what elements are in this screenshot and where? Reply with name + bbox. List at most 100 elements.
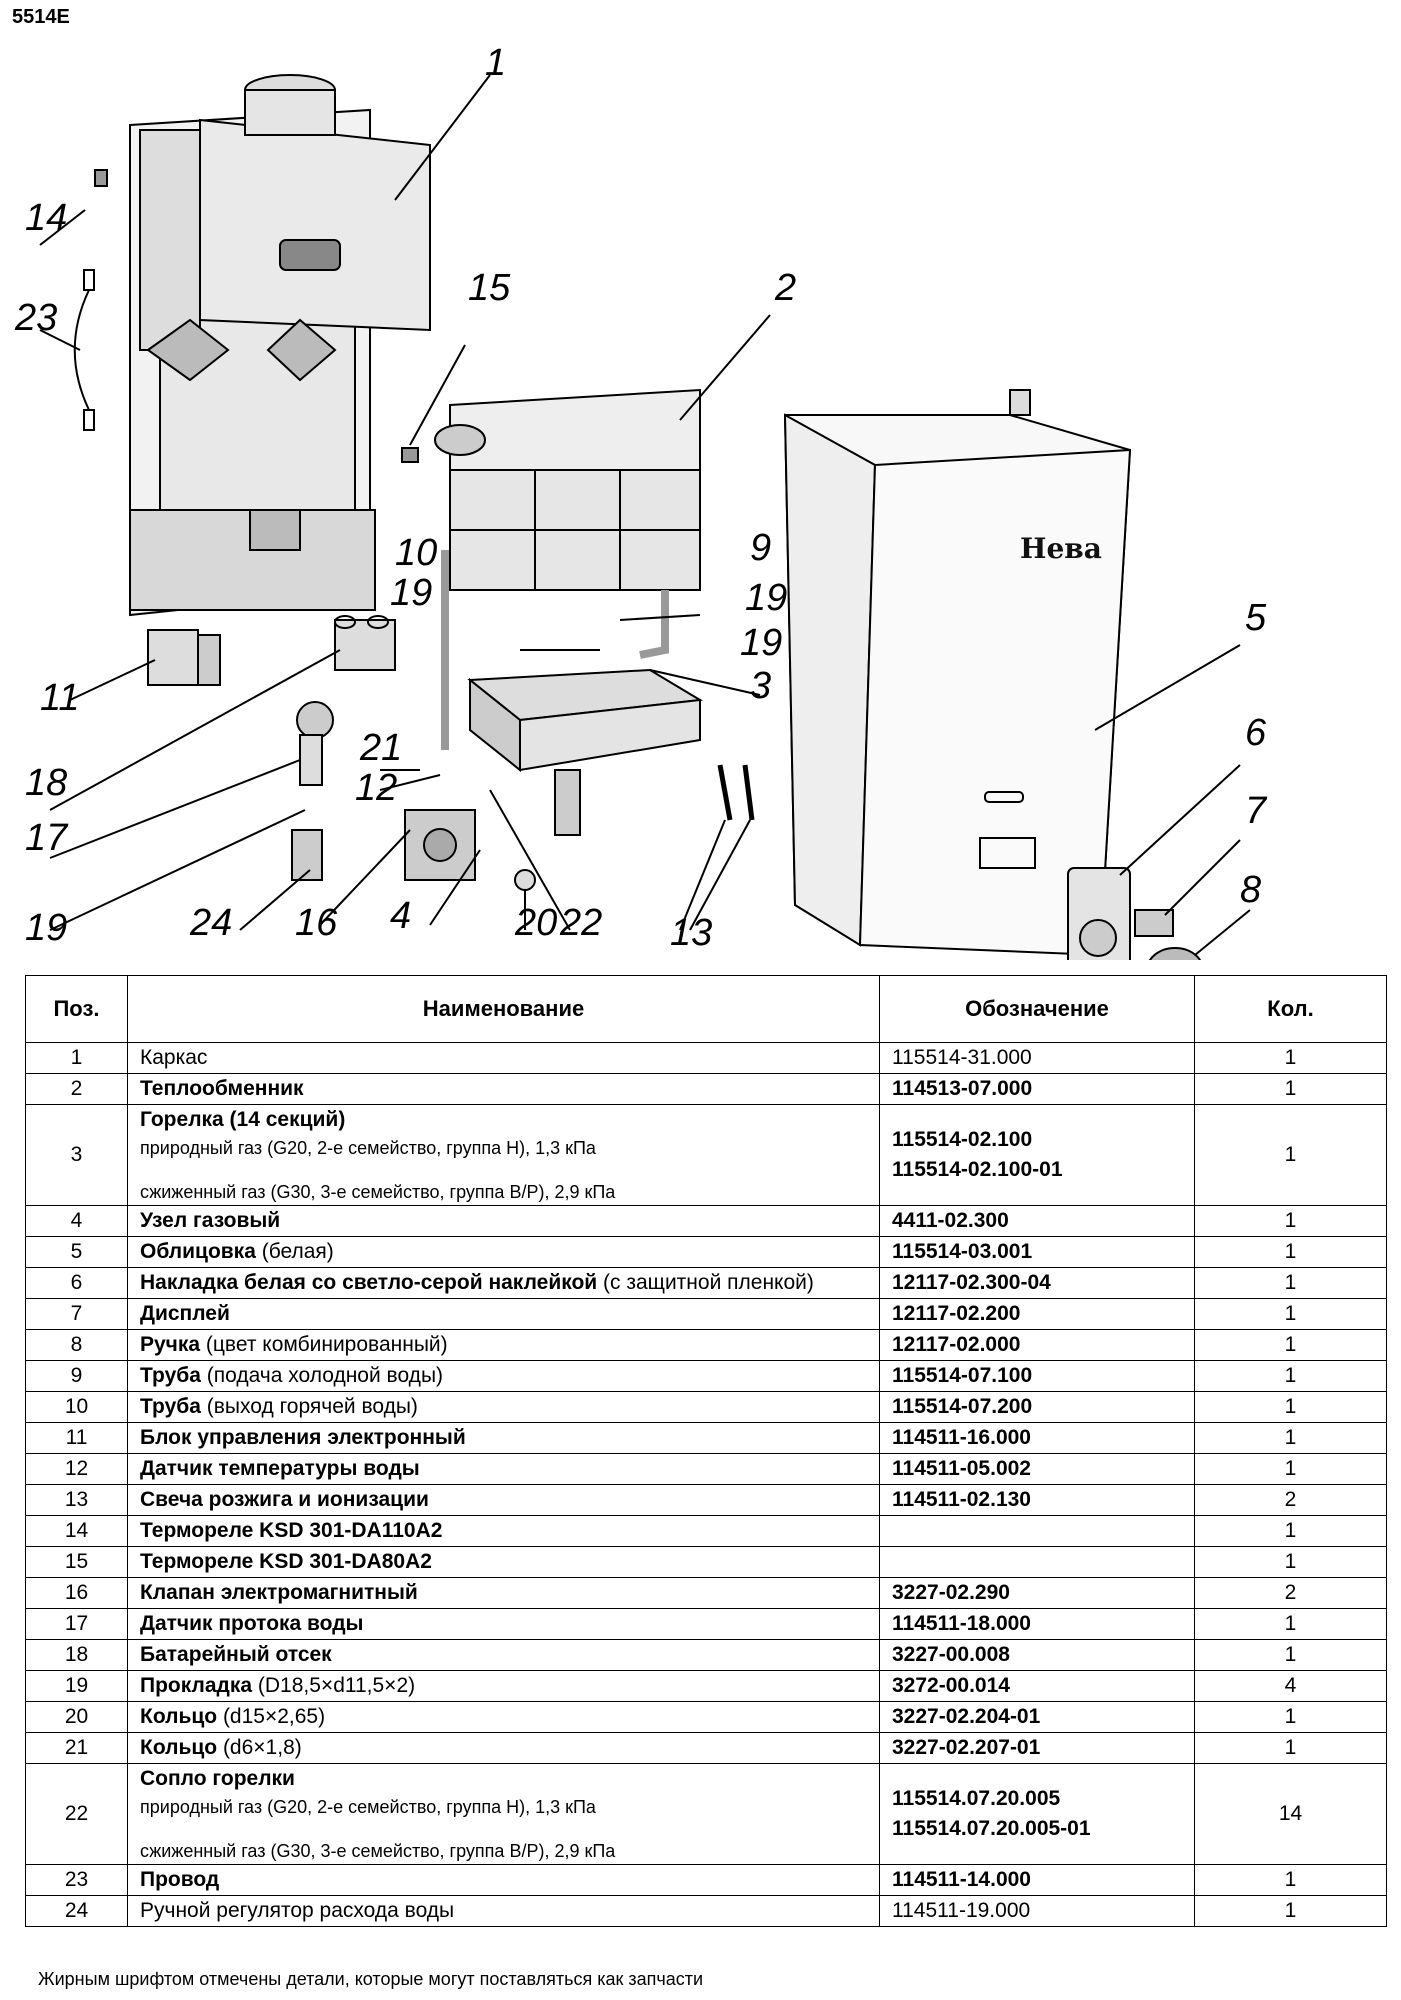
row-name-bold: Накладка белая со светло-серой наклейкой [140, 1271, 598, 1294]
callout-23: 23 [14, 297, 57, 339]
row-qty: 1 [1194, 1298, 1387, 1330]
row-name: Горелка (14 секций)природный газ (G20, 2… [127, 1104, 880, 1206]
row-name-bold: Кольцо [140, 1705, 218, 1728]
row-pos: 3 [25, 1104, 128, 1206]
row-code: 114511-19.000 [879, 1895, 1195, 1927]
row-name-bold: Батарейный отсек [140, 1643, 332, 1666]
callout-12: 12 [355, 767, 397, 809]
row-pos: 19 [25, 1670, 128, 1702]
row-name-bold: Узел газовый [140, 1209, 281, 1232]
row-name-rest: (с защитной пленкой) [597, 1271, 814, 1294]
callout-10: 10 [395, 532, 437, 574]
callout-14: 14 [25, 197, 67, 239]
row-name-bold: Кольцо [140, 1736, 218, 1759]
header-pos: Поз. [25, 975, 128, 1043]
model-code: 5514E [12, 6, 70, 28]
row-name-rest: Ручной регулятор расхода воды [140, 1899, 455, 1922]
row-qty: 1 [1194, 1236, 1387, 1268]
callout-11: 11 [40, 677, 79, 719]
frame-part [129, 74, 431, 617]
callout-13: 13 [670, 912, 712, 954]
row-name-rest: Каркас [140, 1046, 208, 1069]
callout-9: 9 [750, 527, 771, 569]
row-name: Ручка (цвет комбинированный) [127, 1329, 880, 1361]
row-qty: 1 [1194, 1639, 1387, 1671]
row-name-rest: (подача холодной воды) [200, 1364, 444, 1387]
row-code-primary: 3227-02.207-01 [892, 1736, 1041, 1759]
row-qty: 1 [1194, 1329, 1387, 1361]
callout-21: 21 [359, 727, 402, 769]
row-qty: 1 [1194, 1732, 1387, 1764]
row-pos: 1 [25, 1042, 128, 1074]
row-pos: 10 [25, 1391, 128, 1423]
exploded-view-diagram: Нева 1 2 3 4 5 6 7 8 9 10 11 12 13 14 15… [14, 42, 1268, 960]
row-code: 3227-00.008 [879, 1639, 1195, 1671]
row-name-rest: (выход горячей воды) [200, 1395, 418, 1418]
row-name-rest: (белая) [255, 1240, 334, 1263]
row-name-bold: Труба [140, 1364, 201, 1387]
row-qty: 4 [1194, 1670, 1387, 1702]
row-name: Клапан электромагнитный [127, 1577, 880, 1609]
row-qty: 1 [1194, 1546, 1387, 1578]
row-pos: 17 [25, 1608, 128, 1640]
row-pos: 20 [25, 1701, 128, 1733]
callout-1: 1 [485, 42, 506, 84]
row-code-primary: 114511-05.002 [892, 1457, 1031, 1480]
row-qty: 1 [1194, 1608, 1387, 1640]
row-name-bold: Термореле KSD 301-DA110A2 [140, 1519, 443, 1542]
row-code: 115514-03.001 [879, 1236, 1195, 1268]
row-qty: 14 [1194, 1763, 1387, 1865]
row-code-primary: 115514-07.200 [892, 1395, 1033, 1418]
row-qty: 1 [1194, 1701, 1387, 1733]
callout-16: 16 [295, 902, 338, 944]
row-name: Накладка белая со светло-серой наклейкой… [127, 1267, 880, 1299]
row-name-bold: Дисплей [140, 1302, 230, 1325]
row-qty: 1 [1194, 1104, 1387, 1206]
row-pos: 11 [25, 1422, 128, 1454]
row-name: Блок управления электронный [127, 1422, 880, 1454]
row-code: 4411-02.300 [879, 1205, 1195, 1237]
row-code-primary: 3227-02.290 [892, 1581, 1010, 1604]
row-code-primary: 114513-07.000 [892, 1077, 1033, 1100]
row-code-primary: 114511-02.130 [892, 1488, 1031, 1511]
callout-18: 18 [25, 762, 67, 804]
row-code: 115514-07.100 [879, 1360, 1195, 1392]
row-code-secondary: 115514.07.20.005-01 [892, 1817, 1091, 1840]
callout-8: 8 [1240, 869, 1261, 911]
row-name: Труба (выход горячей воды) [127, 1391, 880, 1423]
row-code: 12117-02.300-04 [879, 1267, 1195, 1299]
brand-label: Нева [1020, 532, 1102, 565]
row-code: 114511-16.000 [879, 1422, 1195, 1454]
row-name: Провод [127, 1864, 880, 1896]
header-name: Наименование [127, 975, 880, 1043]
row-name: Узел газовый [127, 1205, 880, 1237]
row-name-rest: (d6×1,8) [217, 1736, 302, 1759]
row-name-bold: Горелка (14 секций) [140, 1108, 346, 1131]
row-pos: 13 [25, 1484, 128, 1516]
row-code: 114513-07.000 [879, 1073, 1195, 1105]
row-code-primary: 115514-07.100 [892, 1364, 1033, 1387]
row-name: Батарейный отсек [127, 1639, 880, 1671]
row-pos: 8 [25, 1329, 128, 1361]
row-name-bold: Сопло горелки [140, 1767, 295, 1790]
row-code-primary: 115514-02.100 [892, 1128, 1033, 1151]
callout-19: 19 [25, 907, 67, 949]
row-name: Кольцо (d15×2,65) [127, 1701, 880, 1733]
row-code-primary: 114511-18.000 [892, 1612, 1031, 1635]
row-name-bold: Датчик температуры воды [140, 1457, 420, 1480]
row-name: Термореле KSD 301-DA80A2 [127, 1546, 880, 1578]
row-name: Дисплей [127, 1298, 880, 1330]
row-code: 114511-18.000 [879, 1608, 1195, 1640]
